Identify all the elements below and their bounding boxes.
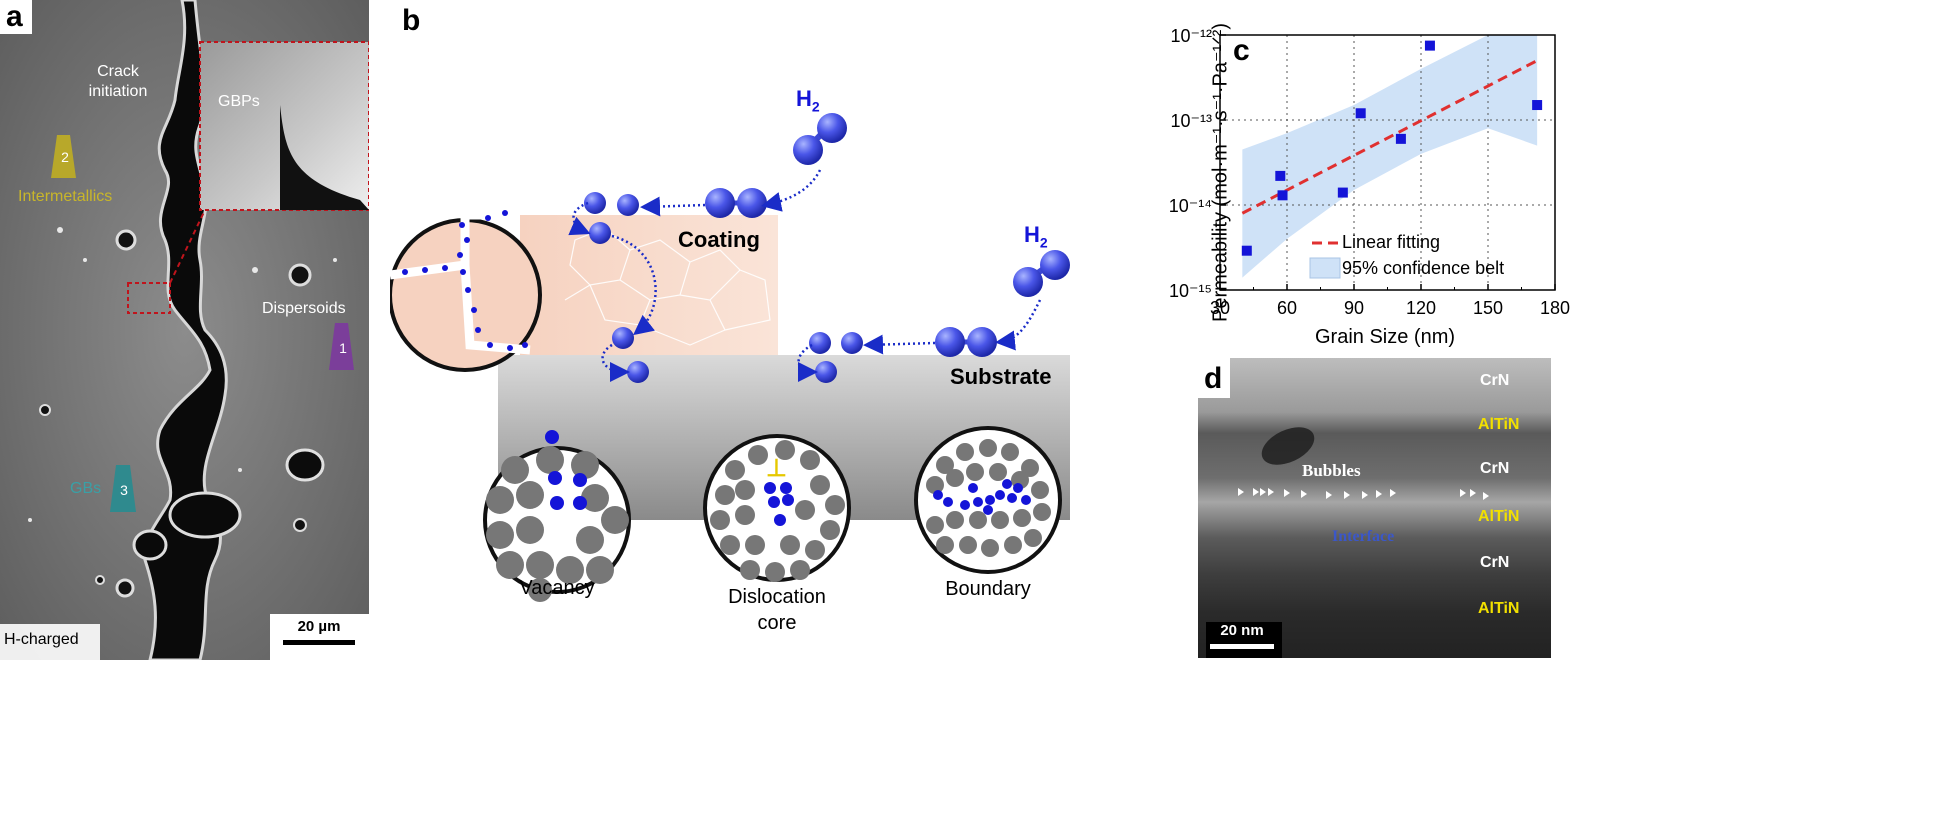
layer-label-6: AlTiN — [1478, 600, 1520, 617]
x-tick-label: 120 — [1406, 298, 1436, 318]
y-tick-label: 10⁻¹⁵ — [1169, 281, 1212, 301]
scale-bar-a: 20 µm — [297, 618, 341, 635]
h2-top-label: H2 — [796, 86, 820, 115]
permeability-chart: 30 60 90 120 150 180 10⁻¹⁵ 10⁻¹⁴ 10⁻¹³ 10⁻¹² — [1169, 26, 1570, 318]
data-point — [1275, 170, 1286, 181]
h-charged-label: H-charged — [4, 631, 79, 648]
layer-label-2: AlTiN — [1478, 416, 1520, 433]
scale-bar-d: 20 nm — [1220, 622, 1264, 639]
h2-molecule-surface-coating — [705, 188, 767, 218]
chart-y-label: Permeability (mol·m⁻¹·s⁻¹·Pa⁻¹ᐟ²) — [1209, 22, 1232, 323]
x-tick-label: 90 — [1344, 298, 1364, 318]
dislocation-lattice — [703, 434, 851, 582]
data-point — [1355, 108, 1366, 119]
sem-micrograph — [0, 0, 370, 662]
layer-label-4: AlTiN — [1478, 508, 1520, 525]
intermetallics-label: Intermetallics — [18, 188, 113, 205]
legend-band-swatch — [1309, 257, 1341, 279]
y-tick-label: 10⁻¹³ — [1170, 111, 1212, 131]
layer-label-1: CrN — [1480, 372, 1510, 389]
interface-label: Interface — [1332, 528, 1395, 545]
panel-c-letter: c — [1233, 34, 1250, 67]
data-point — [1241, 245, 1252, 256]
marker-2: 2 — [61, 149, 69, 165]
x-tick-label: 60 — [1277, 298, 1297, 318]
legend-fit-label: Linear fitting — [1342, 232, 1441, 252]
panel-d: d CrN AlTiN CrN AlTiN CrN AlTiN Bubbles … — [1198, 358, 1551, 658]
x-tick-label: 150 — [1473, 298, 1503, 318]
layer-label-5: CrN — [1480, 554, 1510, 571]
layer-label-3: CrN — [1480, 460, 1510, 477]
h2-molecule-right — [1013, 250, 1070, 297]
tem-image — [1198, 358, 1551, 658]
data-point — [1532, 100, 1543, 111]
vacancy-label: Vacancy — [519, 577, 595, 599]
confidence-band — [1242, 35, 1538, 278]
h2-molecule-surface-substrate — [935, 327, 997, 357]
h2-right-label: H2 — [1024, 222, 1048, 251]
legend-band-label: 95% confidence belt — [1342, 258, 1505, 278]
chart-x-label: Grain Size (nm) — [1314, 326, 1456, 348]
fit-line — [1241, 59, 1538, 215]
x-tick-label: 30 — [1210, 298, 1230, 318]
data-point — [1424, 40, 1435, 51]
coating-label: Coating — [678, 227, 760, 252]
panel-c: 30 60 90 120 150 180 10⁻¹⁵ 10⁻¹⁴ 10⁻¹³ 10⁻¹² c Gr… — [1100, 0, 1944, 350]
dislocation-symbol: ⊥ — [766, 455, 787, 482]
x-tick-label: 180 — [1540, 298, 1570, 318]
bubbles-label: Bubbles — [1302, 461, 1361, 480]
data-point — [1395, 133, 1406, 144]
boundary-lattice — [914, 426, 1062, 574]
y-tick-label: 10⁻¹² — [1170, 26, 1212, 46]
gbps-label: GBPs — [218, 93, 260, 110]
vacancy-lattice — [483, 430, 631, 602]
y-tick-label: 10⁻¹⁴ — [1169, 196, 1212, 216]
crack-initiation-label: Crack initiation — [88, 63, 148, 100]
panel-a: a Crack initiation GBPs Intermetallics D… — [0, 0, 370, 662]
panel-d-letter: d — [1204, 362, 1223, 395]
h2-molecule-top — [793, 113, 847, 165]
data-point — [1277, 190, 1288, 201]
gbs-label: GBs — [70, 480, 102, 497]
panel-b: b H2 H2 Coating Substrate ⊥ Vacancy Disl… — [388, 0, 1090, 660]
marker-3: 3 — [120, 482, 128, 498]
data-point — [1337, 187, 1348, 198]
boundary-label: Boundary — [945, 578, 1031, 600]
substrate-label: Substrate — [950, 364, 1052, 389]
hydrogen-schematic — [388, 113, 1070, 602]
panel-b-letter: b — [402, 4, 421, 37]
dispersoids-label: Dispersoids — [262, 300, 346, 317]
marker-1: 1 — [339, 340, 347, 356]
panel-a-letter: a — [6, 0, 23, 33]
